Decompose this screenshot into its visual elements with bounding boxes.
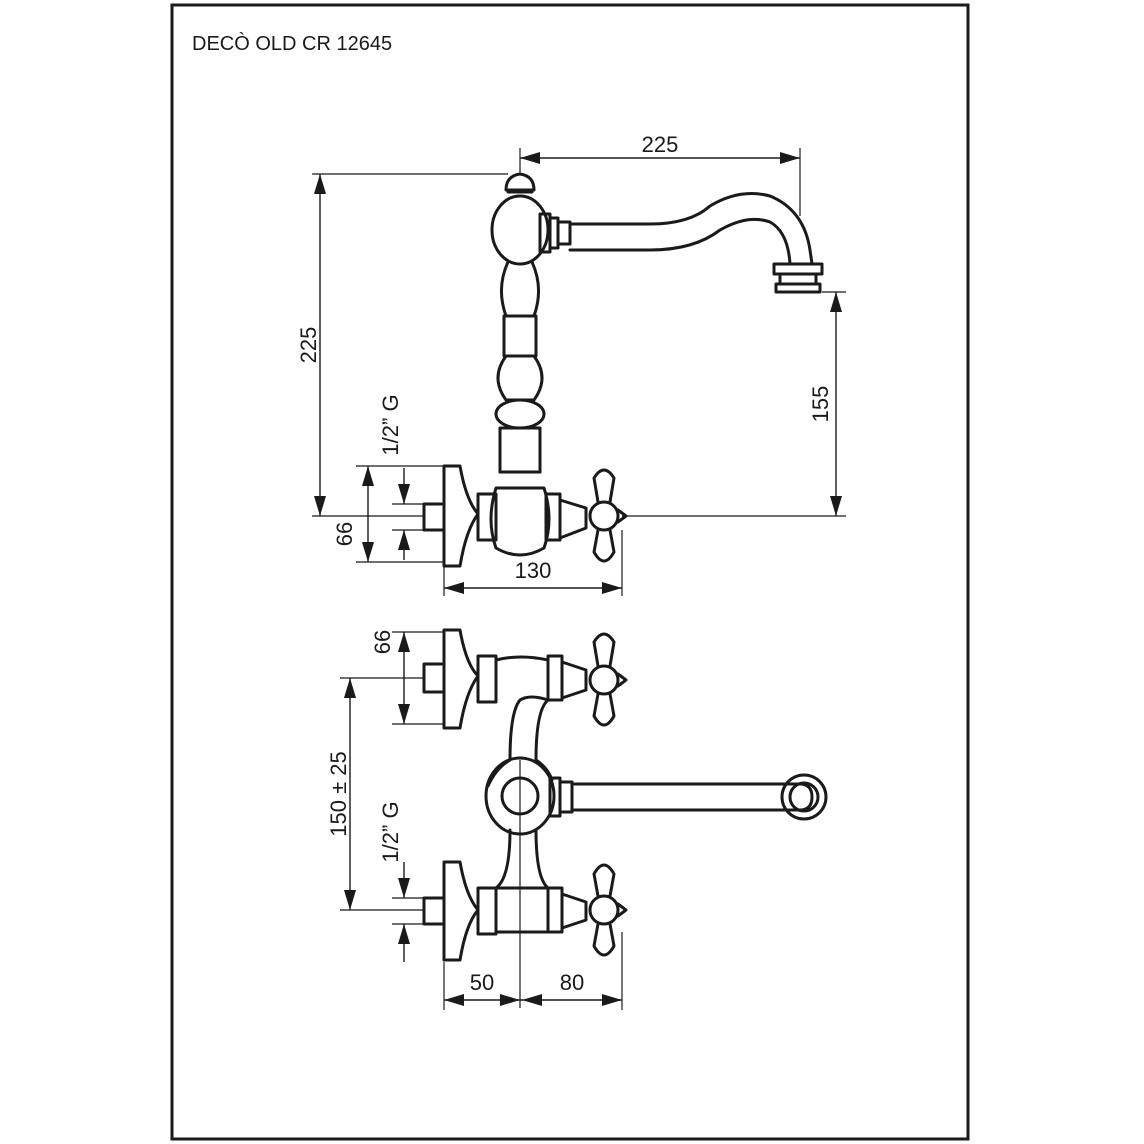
svg-text:155: 155: [808, 386, 833, 423]
lower-cross-handle: [588, 863, 628, 957]
svg-text:150 ± 25: 150 ± 25: [326, 751, 351, 836]
dim-offsets: 50 80: [443, 932, 623, 1010]
svg-text:130: 130: [515, 558, 552, 583]
spout-top-edge: [568, 192, 814, 266]
svg-text:1/2” G: 1/2” G: [378, 801, 403, 862]
dim-offset-right: 80: [560, 970, 584, 995]
dim-pipe-thread-bottom: 1/2” G: [378, 801, 424, 962]
drawing-title: DECÒ OLD CR 12645: [192, 32, 392, 55]
svg-text:66: 66: [370, 630, 395, 654]
spout-end: [780, 773, 828, 821]
svg-text:66: 66: [332, 522, 357, 546]
finial: [504, 172, 536, 192]
dim-total-height: 225: [296, 173, 508, 517]
dim-offset-left: 50: [470, 970, 494, 995]
valve-body: [489, 486, 551, 557]
svg-text:225: 225: [296, 327, 321, 364]
drawing-frame: [170, 3, 970, 1141]
column-bead: [500, 260, 540, 318]
dim-inlet-spacing: 150 ± 25: [326, 677, 424, 911]
lower-wall-flange: [442, 860, 480, 962]
dim-spout-clearance: 155: [622, 291, 846, 517]
upper-cross-handle: [588, 632, 628, 727]
dim-inlet-height-bottom: 66: [370, 630, 444, 725]
body-bridge: [486, 655, 550, 788]
dim-pipe-thread-top: 1/2” G: [378, 394, 424, 560]
wall-flange: [442, 464, 480, 568]
cross-handle: [588, 468, 628, 563]
svg-text:1/2” G: 1/2” G: [378, 394, 403, 455]
front-view-faucet: [422, 628, 828, 1008]
upper-ball: [490, 194, 550, 266]
dim-body-depth: 130: [443, 530, 623, 596]
upper-wall-flange: [442, 628, 480, 730]
dim-spout-reach: 225: [519, 132, 801, 216]
dim-inlet-height-top: 66: [332, 465, 444, 563]
side-view-faucet: [422, 172, 824, 568]
svg-text:225: 225: [642, 132, 679, 157]
